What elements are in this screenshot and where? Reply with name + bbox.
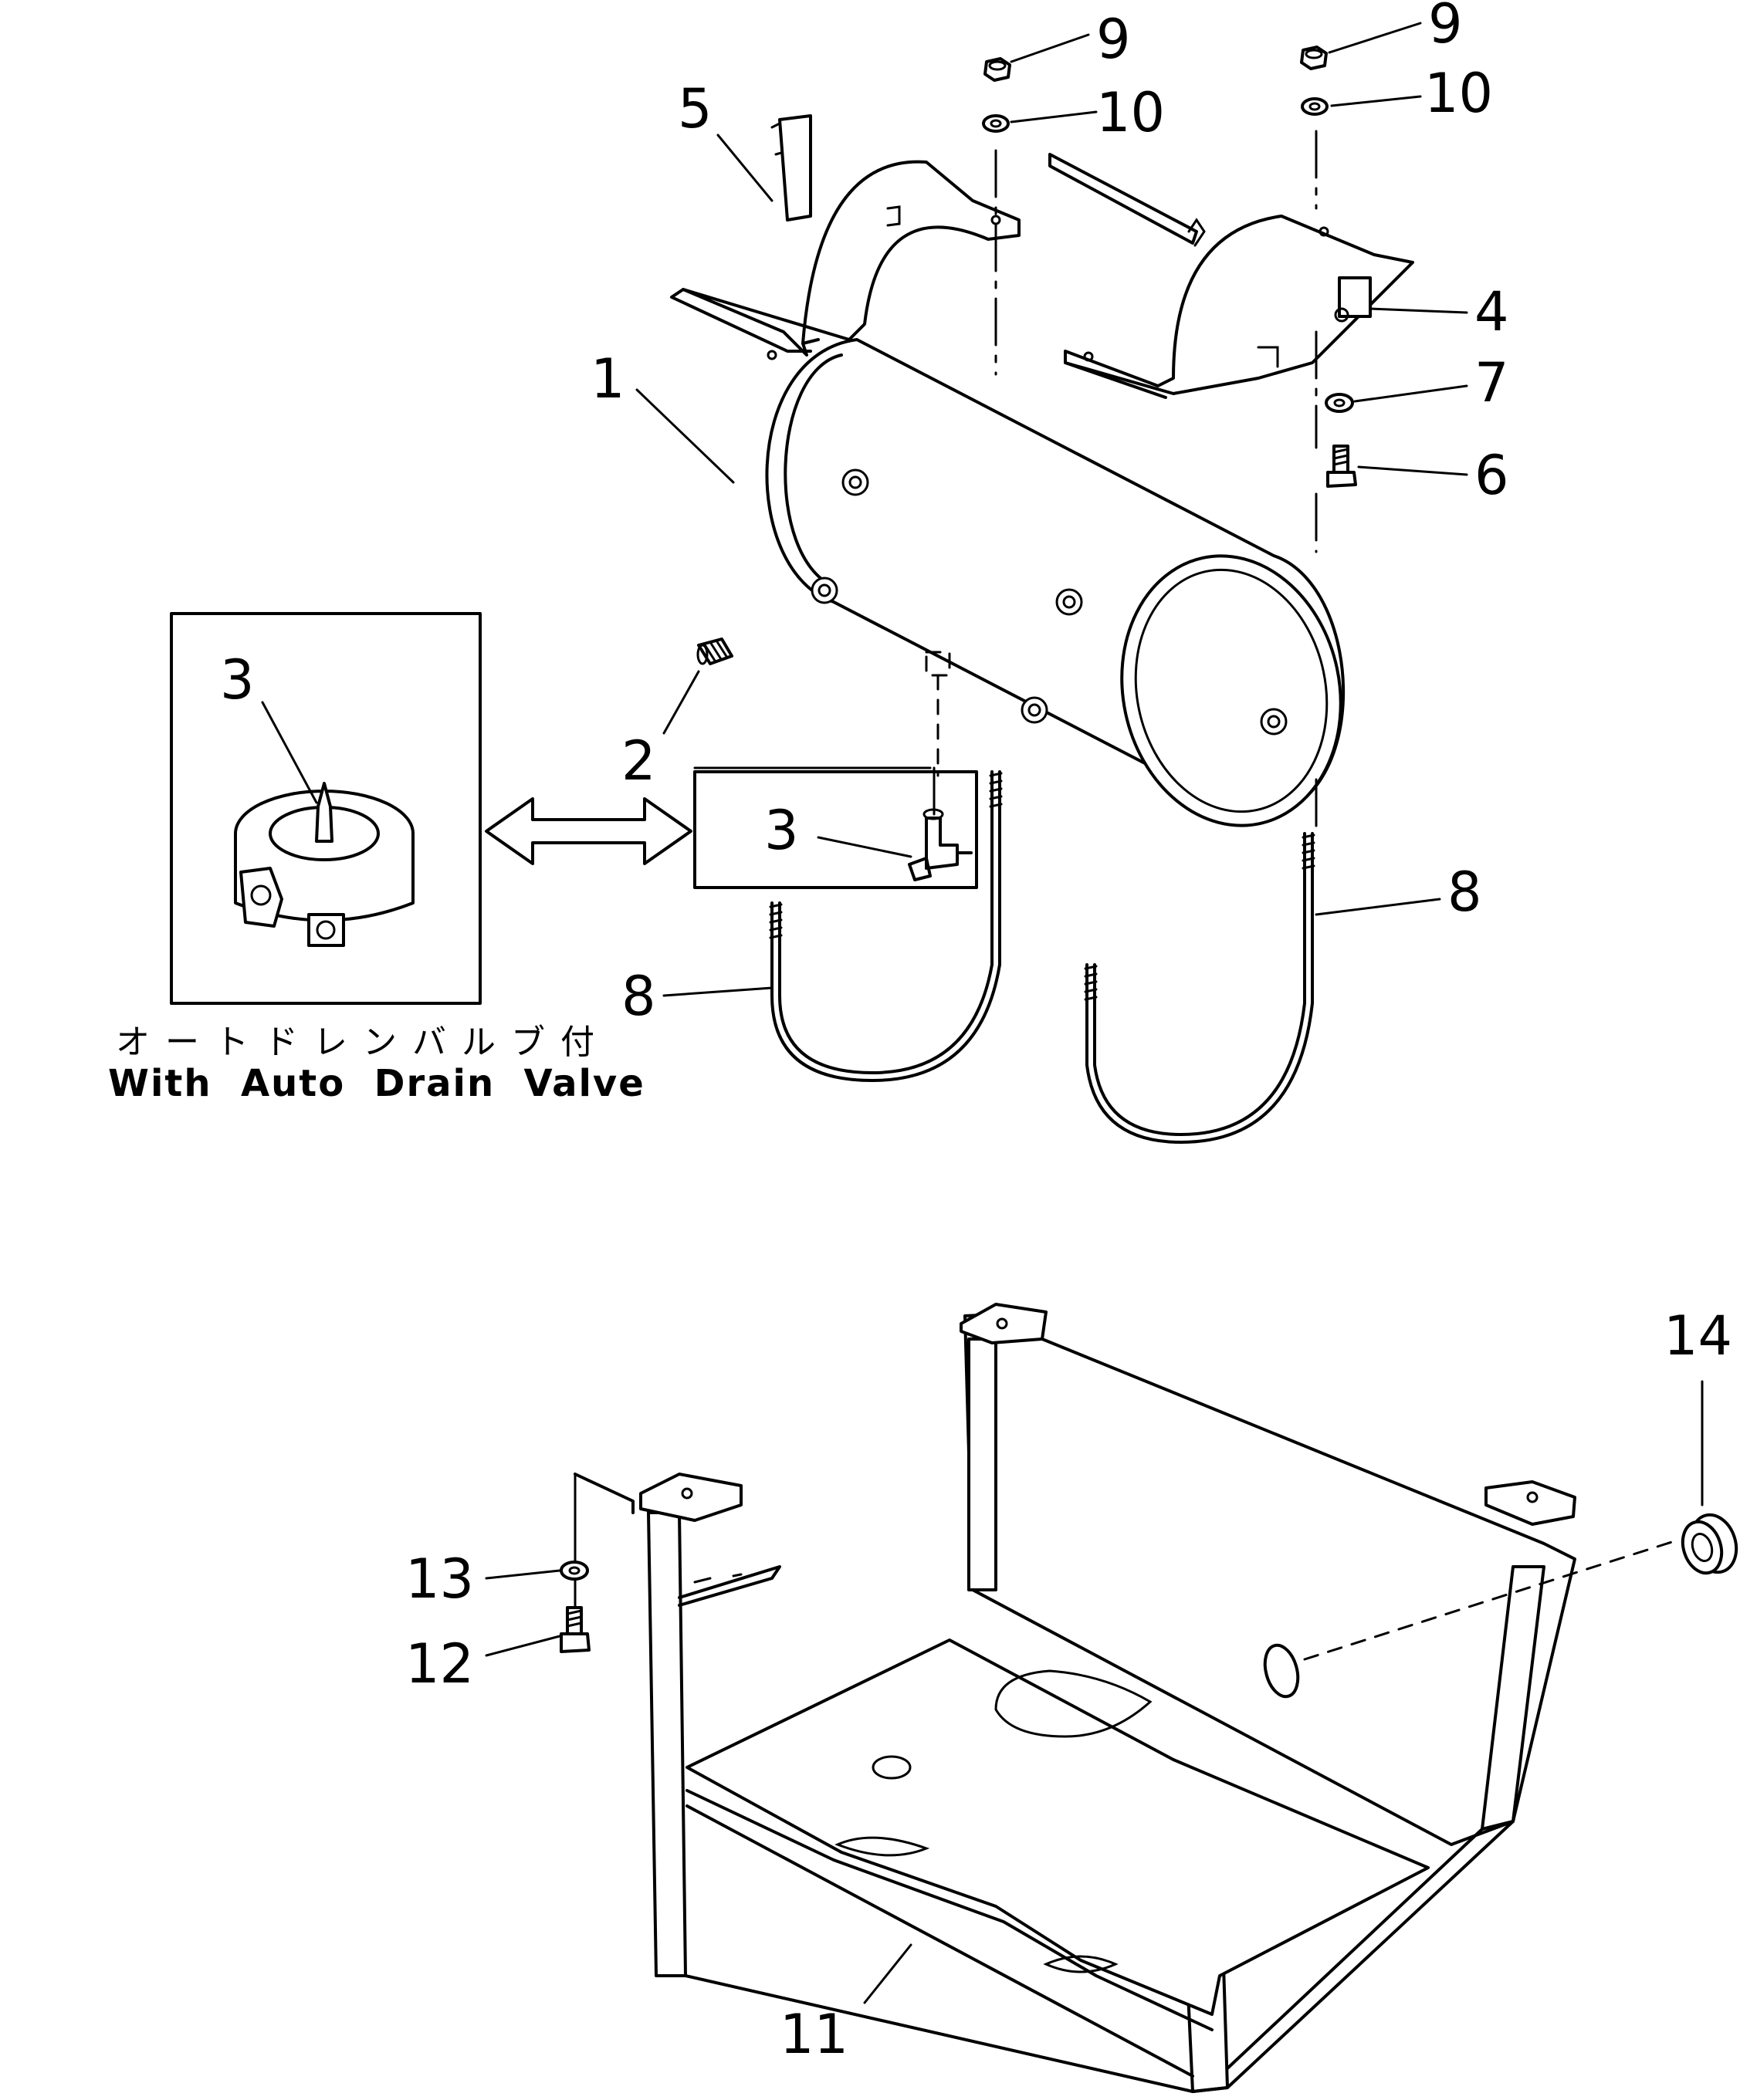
bolt-6 [1326, 445, 1357, 488]
callout-3-main: 3 [764, 799, 799, 862]
callout-1: 1 [591, 347, 625, 411]
callout-11: 11 [780, 2003, 848, 2066]
right-mounting-band [1048, 153, 1414, 399]
u-bolt-left [769, 770, 1003, 1082]
auto-drain-valve-drawing [234, 782, 415, 947]
washer-lower [1325, 393, 1354, 413]
grommet-14 [1681, 1513, 1738, 1575]
callout-8-left: 8 [621, 965, 656, 1028]
double-arrow [485, 797, 692, 865]
callout-10-right: 10 [1424, 62, 1493, 125]
assembly-lines-top [994, 130, 1318, 835]
callout-13: 13 [405, 1547, 474, 1611]
callout-7: 7 [1474, 351, 1509, 414]
drain-valve-box [693, 770, 978, 889]
tank-boss-2 [811, 577, 838, 604]
air-tank [765, 338, 1346, 827]
washer-right [1301, 97, 1329, 116]
caption-english: With Auto Drain Valve [108, 1062, 645, 1105]
callout-12: 12 [405, 1632, 474, 1696]
washer-left [982, 114, 1010, 133]
callout-10-left: 10 [1096, 81, 1165, 144]
mounting-frame [574, 1303, 1681, 2093]
washer-13 [560, 1561, 589, 1581]
callout-4: 4 [1474, 280, 1509, 343]
tank-boss-1 [841, 468, 869, 496]
callout-2: 2 [621, 729, 656, 793]
caption-japanese: オートドレンバルブ付 [116, 1023, 610, 1062]
left-mounting-band [670, 114, 1021, 360]
callout-5: 5 [678, 77, 713, 140]
callout-9-left: 9 [1096, 8, 1131, 71]
callout-8-right: 8 [1447, 861, 1482, 924]
callout-14: 14 [1664, 1304, 1732, 1368]
nut-left [983, 57, 1011, 82]
tank-boss-3 [1055, 588, 1083, 616]
plug-2 [696, 637, 733, 665]
callout-3-detail: 3 [220, 648, 255, 712]
tank-boss-4 [1021, 696, 1048, 724]
bolt-12 [560, 1606, 591, 1653]
auto-drain-detail [170, 612, 482, 1005]
u-bolt-right [1084, 832, 1315, 1144]
callout-9-right: 9 [1428, 0, 1463, 56]
nut-right [1300, 46, 1328, 70]
leader-lines [261, 22, 1704, 2004]
callouts: 9 10 9 10 5 4 7 6 1 2 3 3 8 8 11 14 13 1… [220, 0, 1732, 2066]
caption: オートドレンバルブ付 With Auto Drain Valve [108, 1023, 645, 1105]
callout-6: 6 [1474, 444, 1509, 507]
tank-boss-5 [1260, 708, 1288, 736]
